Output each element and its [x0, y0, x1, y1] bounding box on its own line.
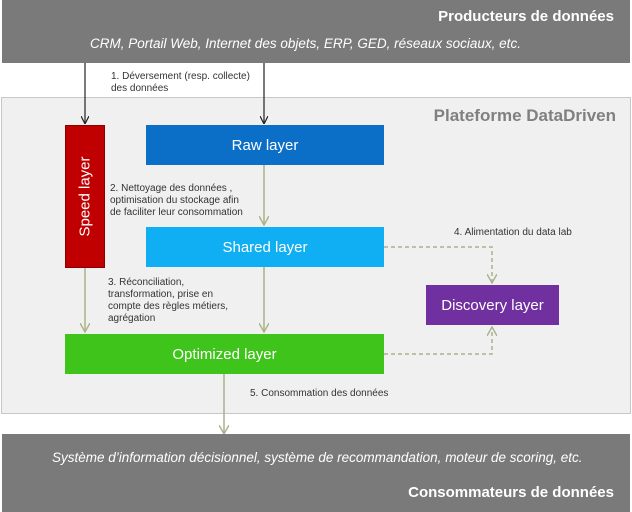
step2-line: optimisation du stockage afin [110, 195, 239, 206]
step3-line: transformation, prise en [108, 289, 214, 300]
step2-annotation: 2. Nettoyage des données , optimisation … [110, 183, 243, 219]
raw-layer-box: Raw layer [146, 125, 384, 165]
step5-annotation: 5. Consommation des données [250, 388, 388, 400]
step4-line: 4. Alimentation du data lab [454, 227, 572, 238]
discovery-layer-label: Discovery layer [441, 296, 544, 314]
producers-title: Producteurs de données [438, 8, 614, 25]
step1-annotation: 1. Déversement (resp. collecte) des donn… [111, 71, 250, 95]
raw-layer-label: Raw layer [231, 136, 299, 154]
arrow-optimized-to-discovery [384, 327, 492, 355]
optimized-layer-box: Optimized layer [65, 334, 384, 374]
step2-line: 2. Nettoyage des données , [110, 183, 233, 194]
arrow-shared-to-discovery [384, 246, 492, 283]
platform-title: Plateforme DataDriven [433, 106, 616, 125]
step4-annotation: 4. Alimentation du data lab [454, 227, 572, 239]
discovery-layer-box: Discovery layer [426, 285, 559, 325]
step1-line: 1. Déversement (resp. collecte) [111, 71, 250, 82]
shared-layer-box: Shared layer [146, 227, 384, 267]
step3-annotation: 3. Réconciliation, transformation, prise… [108, 277, 228, 325]
consumers-subtitle: Système d’information décisionnel, systè… [52, 450, 583, 465]
step1-line: des données [111, 83, 169, 94]
consumers-title: Consommateurs de données [408, 484, 614, 501]
step3-line: 3. Réconciliation, [108, 277, 185, 288]
step5-line: 5. Consommation des données [250, 388, 389, 399]
producers-subtitle: CRM, Portail Web, Internet des objets, E… [90, 36, 521, 51]
consumers-band: Système d’information décisionnel, systè… [2, 434, 630, 512]
speed-layer-box: Speed layer [65, 125, 105, 268]
step3-line: compte des règles métiers, [108, 301, 229, 312]
step2-line: de faciliter leur consommation [110, 207, 243, 218]
step3-line: agrégation [108, 313, 156, 324]
producers-band: Producteurs de données CRM, Portail Web,… [2, 0, 630, 63]
shared-layer-label: Shared layer [222, 238, 308, 256]
speed-layer-label: Speed layer [76, 156, 94, 237]
optimized-layer-label: Optimized layer [172, 345, 277, 363]
